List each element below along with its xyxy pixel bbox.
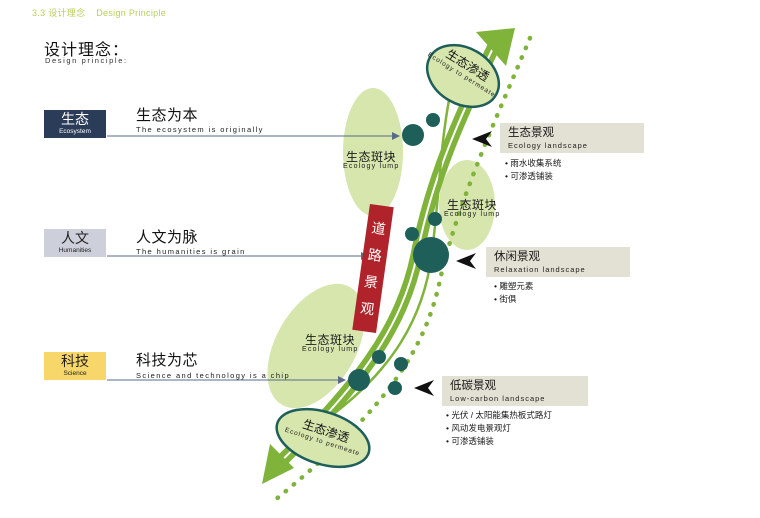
tag-ecosystem-en: Ecosystem	[59, 128, 91, 135]
heading-humanities: 人文为脉	[136, 229, 199, 246]
node-small-low1	[372, 350, 386, 364]
lump-label-middle-en: Ecology lump	[444, 211, 501, 218]
list-item: 雨水收集系统	[505, 157, 561, 170]
list-item: 光伏 / 太阳能集热板式路灯	[446, 409, 552, 422]
tag-humanities: 人文 Humanities	[44, 229, 106, 257]
lump-label-bottom-en: Ecology lump	[302, 346, 359, 353]
ecology-landscape-en: Ecology landscape	[508, 141, 588, 150]
subline-science: Science and technology is a chip	[136, 371, 291, 380]
ecology-landscape-list: 雨水收集系统 可渗透铺装	[505, 157, 561, 183]
chevron-arrow-ecology	[472, 131, 492, 147]
node-small-mid2	[405, 227, 419, 241]
relaxation-landscape-list: 雕塑元素 街俱	[494, 280, 533, 306]
lowcarbon-landscape-zh: 低碳景观	[450, 380, 496, 392]
heading-ecosystem: 生态为本	[136, 107, 199, 124]
page-subtitle: Design principle:	[45, 56, 128, 65]
permeate-ellipse-bottom	[275, 407, 371, 469]
relaxation-landscape-box: 休闲景观 Relaxation landscape	[486, 247, 630, 277]
lump-label-middle-zh: 生态斑块	[447, 198, 498, 212]
node-small-low2	[394, 357, 408, 371]
lowcarbon-landscape-box: 低碳景观 Low-carbon landscape	[442, 376, 588, 406]
breadcrumb-section-en: Design Principle	[96, 8, 167, 18]
page-title: 设计理念：	[44, 42, 130, 59]
ecology-lump-middle	[439, 160, 495, 250]
chevron-arrow-relaxation	[456, 253, 476, 269]
top-arrow-head	[476, 28, 515, 66]
lump-label-bottom-zh: 生态斑块	[305, 333, 356, 347]
breadcrumb-section: 3.3 设计理念	[32, 8, 86, 18]
lowcarbon-landscape-en: Low-carbon landscape	[450, 394, 546, 403]
lowcarbon-landscape-list: 光伏 / 太阳能集热板式路灯 风动发电景观灯 可渗透铺装	[446, 409, 552, 448]
ecology-landscape-box: 生态景观 Ecology landscape	[500, 123, 644, 153]
road-char-4: 观	[359, 299, 376, 318]
list-item: 街俱	[494, 293, 533, 306]
list-item: 可渗透铺装	[505, 170, 561, 183]
tag-ecosystem-zh: 生态	[61, 111, 89, 127]
node-small-low3	[388, 381, 402, 395]
node-large-low	[348, 369, 370, 391]
relaxation-landscape-en: Relaxation landscape	[494, 265, 586, 274]
breadcrumb: 3.3 设计理念 Design Principle	[32, 6, 166, 19]
list-item: 可渗透铺装	[446, 435, 552, 448]
node-large-top	[402, 124, 424, 146]
road-char-2: 路	[366, 246, 383, 265]
heading-science: 科技为芯	[136, 352, 199, 369]
node-small-mid1	[428, 212, 442, 226]
bottom-arrow-head	[262, 444, 294, 484]
node-large-mid	[413, 237, 449, 273]
tag-ecosystem: 生态 Ecosystem	[44, 110, 106, 138]
road-char-1: 道	[370, 219, 387, 238]
tag-science-en: Science	[63, 370, 87, 377]
dotted-green-line	[272, 35, 533, 503]
tag-science-zh: 科技	[61, 353, 89, 369]
ecology-landscape-zh: 生态景观	[508, 127, 554, 139]
subline-humanities: The humanities is grain	[136, 247, 246, 256]
permeate-ellipse-top	[425, 43, 501, 109]
subline-ecosystem: The ecosystem is originally	[136, 125, 264, 134]
tag-humanities-zh: 人文	[61, 230, 89, 246]
lump-label-top-en: Ecology lump	[343, 163, 400, 170]
tag-humanities-en: Humanities	[58, 247, 92, 254]
road-char-3: 景	[363, 272, 380, 291]
tag-science: 科技 Science	[44, 352, 106, 380]
node-small-top	[426, 113, 440, 127]
lump-label-top-zh: 生态斑块	[346, 150, 397, 164]
chevron-arrow-lowcarbon	[414, 380, 434, 396]
relaxation-landscape-zh: 休闲景观	[494, 251, 540, 263]
list-item: 雕塑元素	[494, 280, 533, 293]
ecology-lump-top	[343, 88, 403, 216]
list-item: 风动发电景观灯	[446, 422, 552, 435]
